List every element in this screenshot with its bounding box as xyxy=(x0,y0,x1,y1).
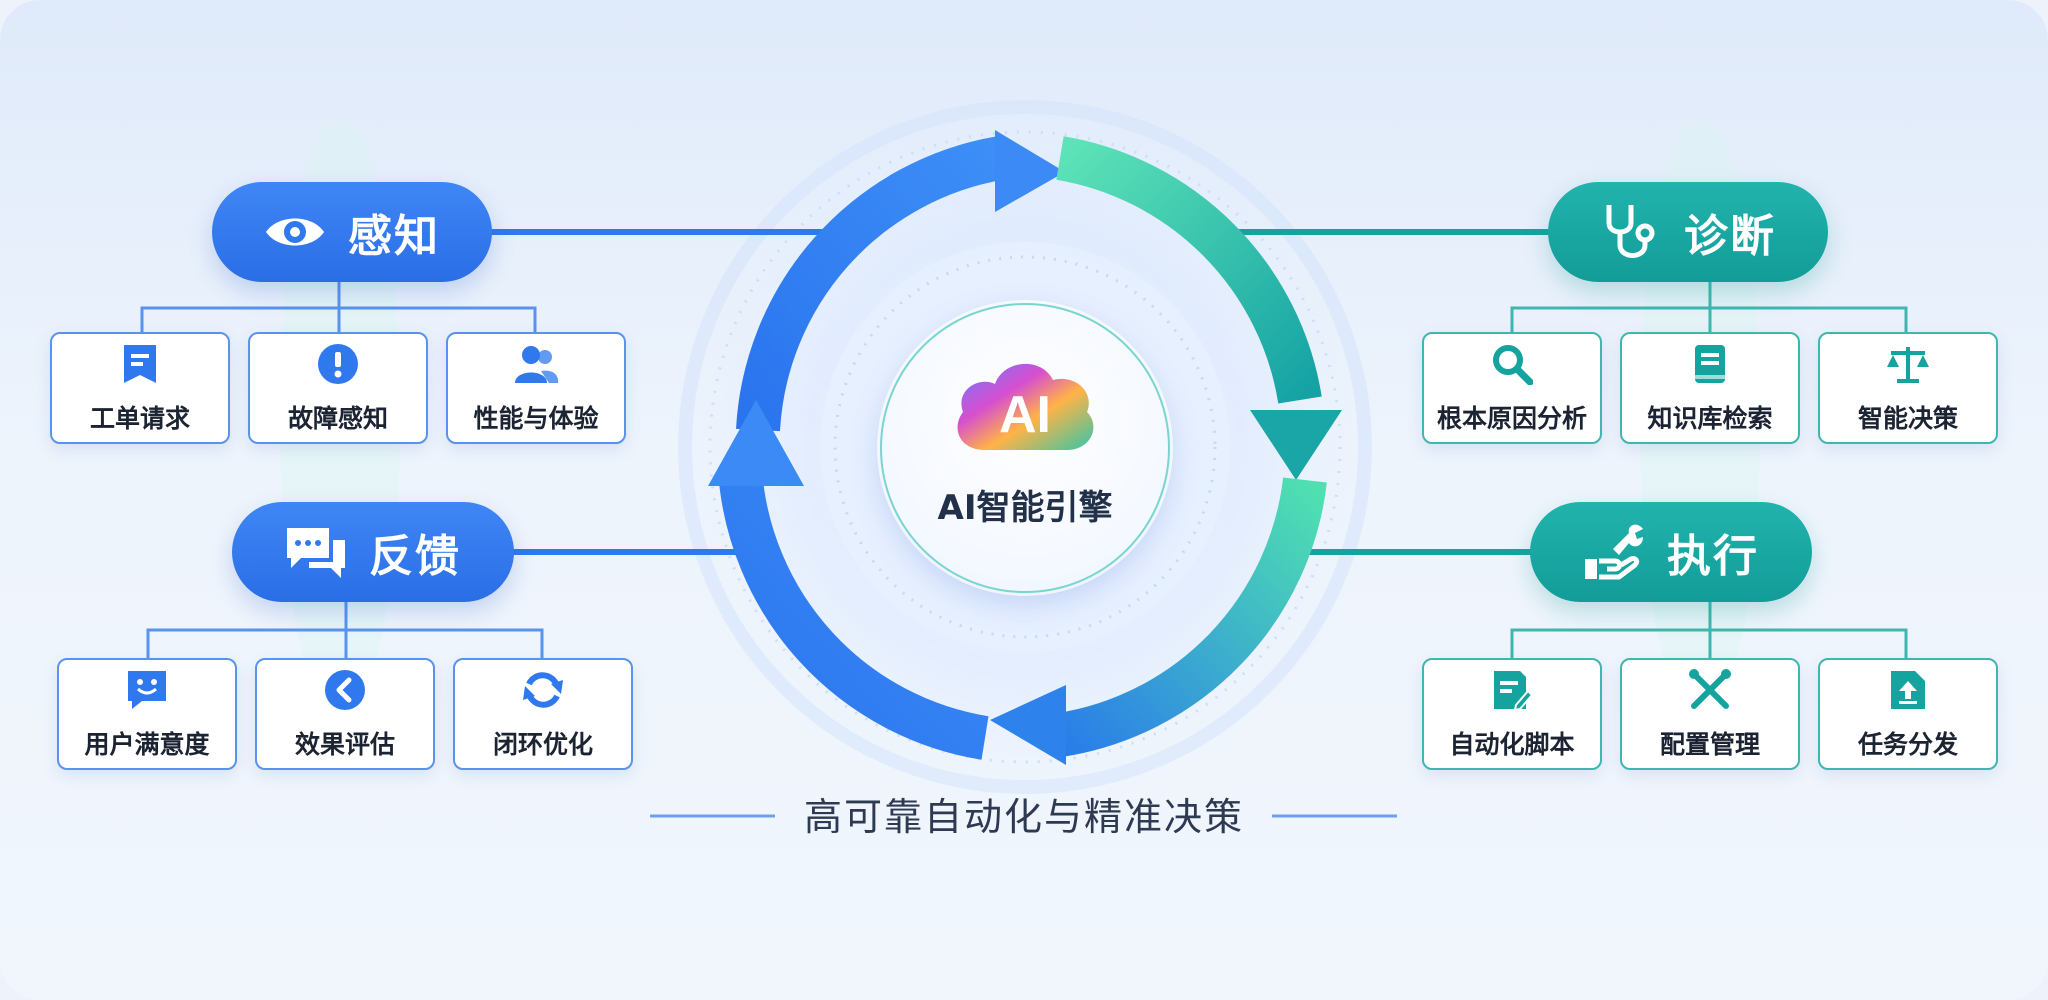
perception-pill: 感知 xyxy=(212,182,492,282)
stethoscope-icon xyxy=(1600,201,1662,263)
card-label: 故障感知 xyxy=(287,404,388,433)
ticket-icon xyxy=(117,341,163,387)
diagnosis-title: 诊断 xyxy=(1684,211,1776,262)
wrench-hand-icon xyxy=(1583,521,1645,583)
execution-title: 执行 xyxy=(1667,531,1759,582)
card-configuration-management: 配置管理 xyxy=(1620,658,1800,770)
card-smart-decision: 智能决策 xyxy=(1818,332,1998,444)
card-label: 自动化脚本 xyxy=(1449,730,1575,759)
card-closed-loop-optimization: 闭环优化 xyxy=(453,658,633,770)
tagline: 高可靠自动化与精准决策 xyxy=(803,795,1244,839)
scales-icon xyxy=(1885,341,1931,387)
ai-cloud-logo: AI xyxy=(957,363,1094,450)
card-ticket-request: 工单请求 xyxy=(50,332,230,444)
upload-icon xyxy=(1885,667,1931,713)
script-icon xyxy=(1489,667,1535,713)
card-label: 知识库检索 xyxy=(1647,404,1773,433)
card-label: 性能与体验 xyxy=(473,404,599,433)
perception-title: 感知 xyxy=(348,211,440,262)
execution-pill: 执行 xyxy=(1530,502,1812,602)
card-label: 用户满意度 xyxy=(84,730,210,759)
smile-chat-icon xyxy=(124,667,170,713)
card-label: 根本原因分析 xyxy=(1436,404,1587,433)
diagnosis-pill: 诊断 xyxy=(1548,182,1828,282)
card-label: 工单请求 xyxy=(89,404,190,433)
card-performance-experience: 性能与体验 xyxy=(446,332,626,444)
engine-label: AI智能引擎 xyxy=(937,488,1113,528)
card-automation-script: 自动化脚本 xyxy=(1422,658,1602,770)
card-label: 任务分发 xyxy=(1857,730,1958,759)
magnifier-icon xyxy=(1489,341,1535,387)
card-label: 智能决策 xyxy=(1857,404,1958,433)
ai-logo-text: AI xyxy=(999,386,1051,444)
card-fault-perception: 故障感知 xyxy=(248,332,428,444)
book-icon xyxy=(1687,341,1733,387)
users-icon xyxy=(513,341,559,387)
feedback-title: 反馈 xyxy=(369,531,461,582)
tools-icon xyxy=(1687,667,1733,713)
card-label: 效果评估 xyxy=(294,730,395,759)
eye-icon xyxy=(264,201,326,263)
card-label: 闭环优化 xyxy=(492,730,593,759)
refresh-icon xyxy=(520,667,566,713)
card-effect-evaluation: 效果评估 xyxy=(255,658,435,770)
card-root-cause-analysis: 根本原因分析 xyxy=(1422,332,1602,444)
feedback-pill: 反馈 xyxy=(232,502,514,602)
chat-icon xyxy=(285,521,347,583)
card-label: 配置管理 xyxy=(1659,730,1760,759)
card-knowledge-search: 知识库检索 xyxy=(1620,332,1800,444)
card-task-dispatch: 任务分发 xyxy=(1818,658,1998,770)
card-user-satisfaction: 用户满意度 xyxy=(57,658,237,770)
alert-icon xyxy=(315,341,361,387)
chevron-circle-icon xyxy=(322,667,368,713)
